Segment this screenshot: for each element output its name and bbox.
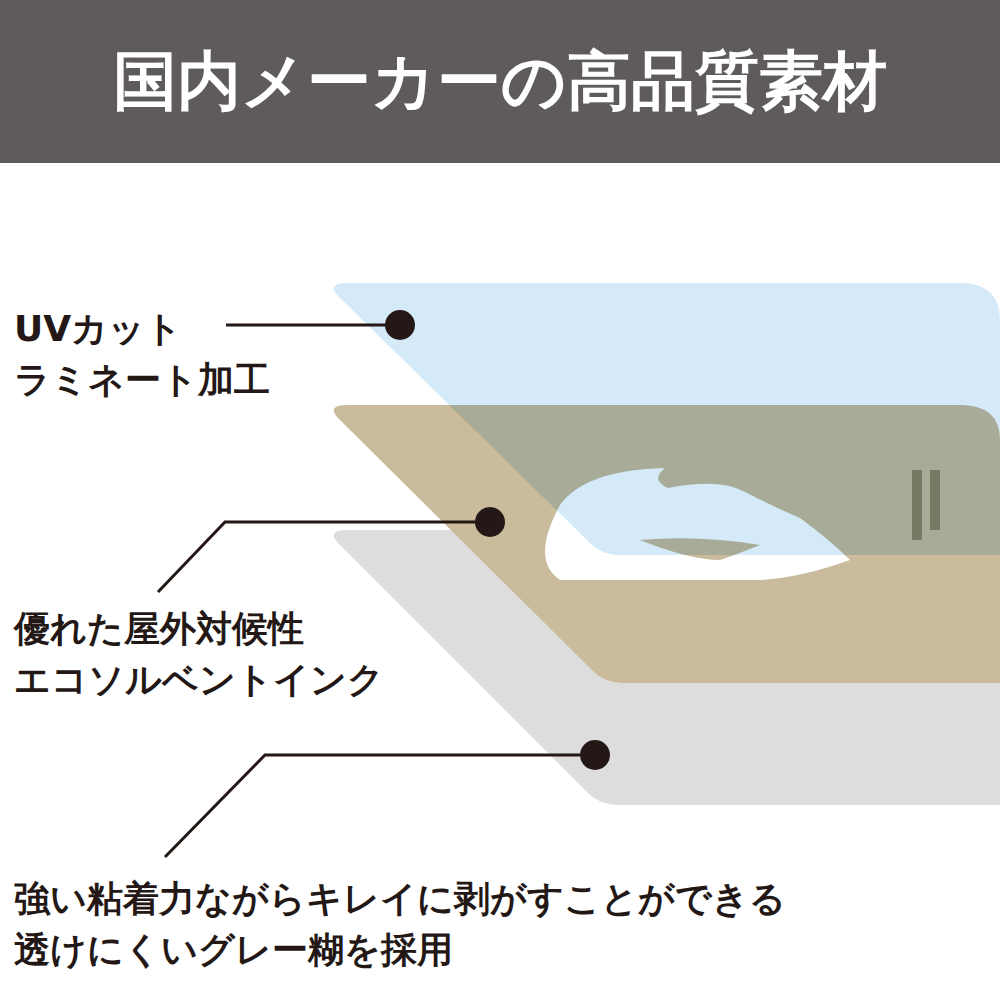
- leader-dot: [580, 740, 610, 770]
- leader-line: [165, 755, 595, 857]
- laminate-layer: [334, 283, 1000, 555]
- callout-label: 強い粘着力ながらキレイに剥がすことができる 透けにくいグレー糊を採用: [14, 873, 874, 975]
- leader-line: [226, 324, 400, 327]
- callout-label: 優れた屋外対候性 エコソルベントインク: [14, 603, 434, 705]
- leader-line: [158, 522, 490, 592]
- callout-label: UVカット ラミネート加工: [14, 303, 314, 405]
- leader-dot: [385, 310, 415, 340]
- leader-dot: [475, 507, 505, 537]
- title: 国内メーカーの高品質素材: [113, 38, 887, 125]
